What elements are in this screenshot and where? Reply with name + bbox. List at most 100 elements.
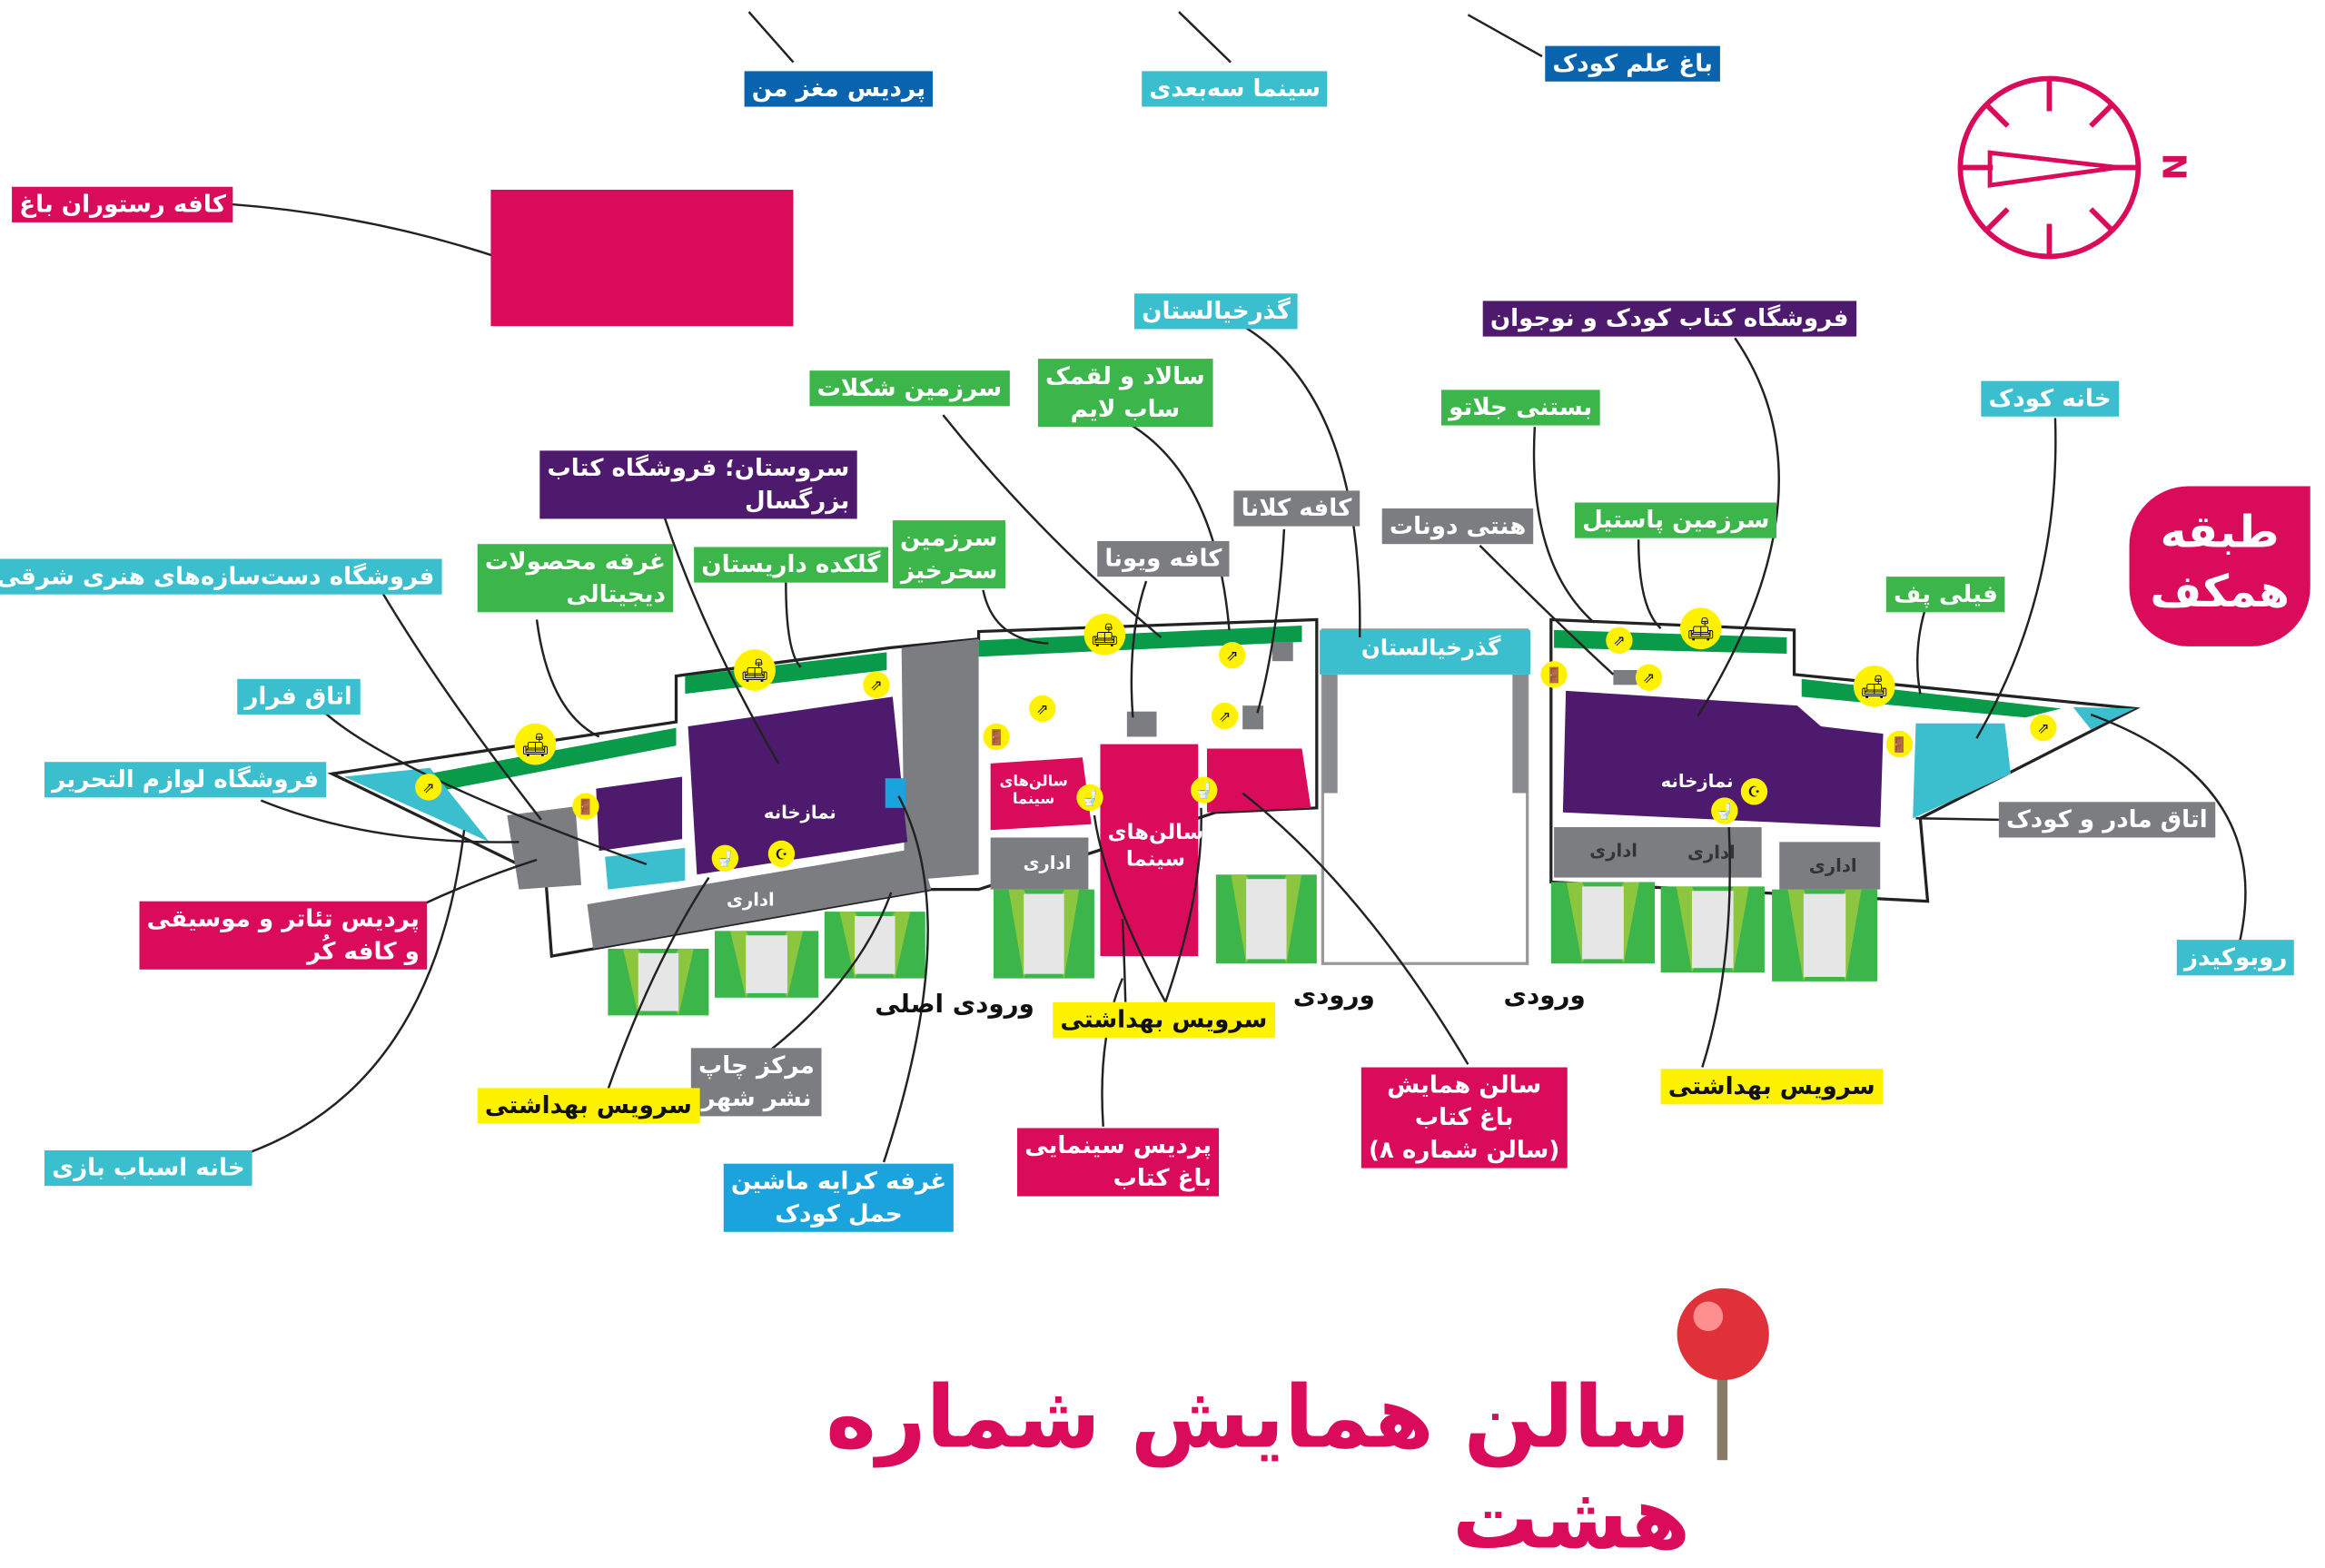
svg-text:🚪: 🚪 bbox=[1890, 735, 1908, 753]
label-wc-center[interactable]: سرویس بهداشتی bbox=[1053, 1001, 1275, 1038]
toilet-icon: 🚽 bbox=[1076, 784, 1103, 812]
room-prayer-left: نمازخانه bbox=[763, 802, 836, 823]
leader-line bbox=[657, 498, 780, 764]
emergency-exit-icon: 🚪 bbox=[572, 793, 599, 820]
leader-line bbox=[1701, 826, 1731, 1068]
svg-text:⇗: ⇗ bbox=[1613, 632, 1626, 649]
leader-line bbox=[882, 795, 929, 1163]
label-theatre[interactable]: پردیس تئاتر و موسیقی و کافه کُر bbox=[139, 901, 428, 970]
toilet-icon: 🚽 bbox=[1711, 797, 1738, 824]
leader-line bbox=[607, 876, 710, 1090]
floor-plan: 🛋🛋🛋🛋🛋⇗⇗⇗⇗⇗⇗⇗⇗🚪🚪🚪🚪🚽🚽🚽🚽☪☪ bbox=[181, 11, 2247, 1461]
label-golkade[interactable]: گلکده داریستان bbox=[694, 547, 888, 583]
label-robokids[interactable]: روبوکیدز bbox=[2176, 940, 2295, 976]
room-prayer-right: نمازخانه bbox=[1660, 771, 1734, 792]
sofa-icon: 🛋 bbox=[1083, 613, 1126, 656]
leader-line bbox=[747, 11, 795, 64]
svg-text:⇗: ⇗ bbox=[2037, 720, 2050, 737]
svg-text:⇗: ⇗ bbox=[1036, 700, 1049, 717]
cinema-areas bbox=[990, 744, 1311, 957]
parking-lot bbox=[1550, 882, 1656, 964]
svg-text:🚽: 🚽 bbox=[716, 850, 734, 867]
label-cafe-kalana[interactable]: کافه کلانا bbox=[1233, 490, 1360, 527]
label-cinema-pardis[interactable]: پردیس سینمایی باغ کتاب bbox=[1017, 1128, 1220, 1197]
label-mother-child[interactable]: اتاق مادر و کودک bbox=[1998, 802, 2215, 838]
label-cinema-3d[interactable]: سینما سه‌بعدی bbox=[1142, 71, 1329, 107]
label-pastil[interactable]: سرزمین پاستیل bbox=[1574, 502, 1777, 538]
room-cinema-small: سالن‌های سینما bbox=[999, 774, 1068, 808]
label-conference[interactable]: سالن همایش باغ کتاب (سالن شماره ۸) bbox=[1360, 1067, 1568, 1169]
service-areas bbox=[507, 638, 1881, 949]
svg-text:🚽: 🚽 bbox=[1716, 803, 1734, 820]
leader-lines bbox=[181, 11, 2247, 1167]
leader-line bbox=[2090, 713, 2247, 957]
label-escape[interactable]: اتاق فرار bbox=[237, 678, 360, 715]
svg-text:🛋: 🛋 bbox=[1860, 674, 1889, 700]
parking-areas bbox=[608, 874, 1877, 1016]
svg-text:⇗: ⇗ bbox=[422, 779, 435, 796]
label-sarvestan[interactable]: سروستان؛ فروشگاه کتاب بزرگسال bbox=[539, 450, 857, 519]
label-sahar[interactable]: سرزمین سحرخیز bbox=[892, 520, 1005, 589]
toilet-icon: 🚽 bbox=[1191, 776, 1218, 804]
prayer-icon: ☪ bbox=[1740, 778, 1768, 805]
svg-text:🛋: 🛋 bbox=[740, 657, 769, 684]
label-handicraft[interactable]: فروشگاه دست‌سازه‌های هنری شرقی bbox=[0, 558, 442, 595]
label-print-center[interactable]: مرکز چاپ نشر شهر bbox=[690, 1048, 823, 1117]
room-cinema-big: سالن‌های سینما bbox=[1107, 821, 1204, 873]
svg-text:🚽: 🚽 bbox=[1195, 782, 1213, 799]
label-digital[interactable]: غرفه محصولات دیجیتالی bbox=[477, 544, 674, 613]
leader-line bbox=[1637, 539, 1662, 630]
label-gelato[interactable]: بستنی جلاتو bbox=[1440, 390, 1600, 426]
leader-line bbox=[1256, 528, 1286, 714]
label-stroller[interactable]: غرفه کرایه ماشین حمل کودک bbox=[723, 1163, 955, 1232]
emergency-exit-icon: 🚪 bbox=[1540, 661, 1568, 688]
room-office: اداری bbox=[1687, 842, 1736, 863]
label-cafe-viona[interactable]: کافه ویونا bbox=[1097, 540, 1230, 577]
label-cafe-bagh[interactable]: کافه رستوران باغ bbox=[12, 186, 234, 222]
leader-line bbox=[1697, 337, 1780, 717]
parking-lot bbox=[1660, 886, 1765, 973]
escalator-icon: ⇗ bbox=[415, 774, 442, 801]
label-wc-right[interactable]: سرویس بهداشتی bbox=[1660, 1069, 1883, 1105]
escalator-icon: ⇗ bbox=[1029, 695, 1056, 723]
label-bagh-elm[interactable]: باغ علم کودک bbox=[1545, 45, 1720, 82]
shop-strip bbox=[978, 625, 1302, 657]
label-chocolate[interactable]: سرزمین شکلات bbox=[809, 370, 1010, 407]
parking-lot bbox=[608, 948, 709, 1016]
svg-text:⇗: ⇗ bbox=[1643, 669, 1656, 686]
leader-line bbox=[1467, 14, 1543, 58]
svg-text:🛋: 🛋 bbox=[1090, 622, 1119, 648]
svg-text:⇗: ⇗ bbox=[870, 676, 883, 694]
leader-line bbox=[1126, 421, 1231, 631]
label-salad[interactable]: سالاد و لقمک ساب لایم bbox=[1037, 359, 1212, 428]
leader-line bbox=[260, 799, 519, 843]
khane-koodak-area bbox=[1913, 723, 2011, 819]
north-indicator: N bbox=[2153, 153, 2191, 181]
label-pardis-maghz[interactable]: پردیس مغز من bbox=[744, 71, 934, 107]
svg-text:🛋: 🛋 bbox=[1687, 616, 1716, 642]
compass bbox=[1957, 75, 2142, 260]
leader-line bbox=[381, 592, 542, 821]
svg-text:☪: ☪ bbox=[1747, 784, 1760, 801]
sofa-icon: 🛋 bbox=[734, 649, 776, 691]
label-gozar[interactable]: گذرخیالستان bbox=[1134, 293, 1299, 330]
leader-line bbox=[1212, 310, 1361, 638]
leader-line bbox=[1975, 418, 2057, 739]
leader-line bbox=[1130, 580, 1148, 718]
label-wc-left[interactable]: سرویس بهداشتی bbox=[477, 1088, 699, 1124]
leader-line bbox=[982, 589, 1049, 645]
shop-area bbox=[343, 767, 490, 843]
label-main-entrance: ورودی اصلی bbox=[875, 990, 1034, 1021]
label-toy-house[interactable]: خانه اسباب بازی bbox=[44, 1149, 252, 1187]
cafe-bagh-area[interactable] bbox=[490, 189, 794, 327]
label-kids-books[interactable]: فروشگاه کتاب کودک و نوجوان bbox=[1482, 301, 1856, 337]
label-filipof[interactable]: فیلی پف bbox=[1885, 577, 2005, 613]
room-office: اداری bbox=[1808, 855, 1857, 876]
label-honey-donut[interactable]: هنتی دونات bbox=[1381, 508, 1534, 545]
label-stationery[interactable]: فروشگاه لوازم التحریر bbox=[44, 762, 327, 798]
room-office: اداری bbox=[727, 889, 775, 911]
svg-text:☪: ☪ bbox=[775, 845, 787, 863]
escalator-icon: ⇗ bbox=[863, 671, 890, 699]
label-khane-koodak[interactable]: خانه کودک bbox=[1981, 380, 2119, 417]
parking-lot bbox=[824, 912, 925, 979]
